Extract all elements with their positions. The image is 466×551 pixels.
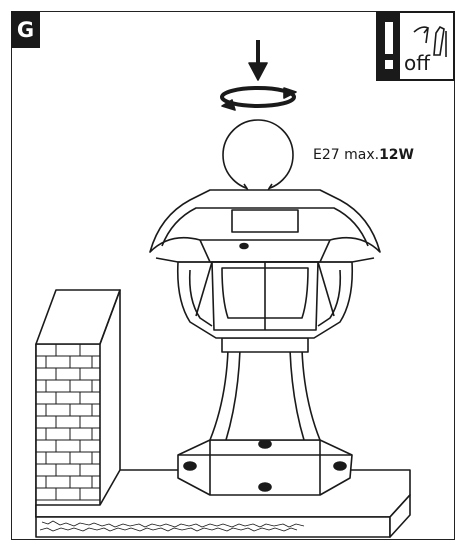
step-badge: G <box>11 11 40 48</box>
bulb-spec: E27 max.12W <box>313 147 414 163</box>
spec-prefix: E27 max. <box>313 147 380 163</box>
lamp-post <box>209 337 321 441</box>
switch-off-icon <box>413 25 447 57</box>
lantern-body <box>176 261 354 339</box>
off-label: off <box>404 51 431 75</box>
lantern-roof <box>149 189 381 263</box>
power-off-warning: off <box>376 11 455 81</box>
panel-frame <box>11 11 455 540</box>
arrow-down-icon <box>248 40 268 81</box>
brick-wall <box>35 289 121 518</box>
lamp-base <box>177 439 353 496</box>
step-label: G <box>16 17 35 42</box>
spec-wattage: 12W <box>379 147 414 163</box>
exclamation-icon <box>378 13 400 79</box>
rotate-arrow-icon <box>220 86 297 111</box>
